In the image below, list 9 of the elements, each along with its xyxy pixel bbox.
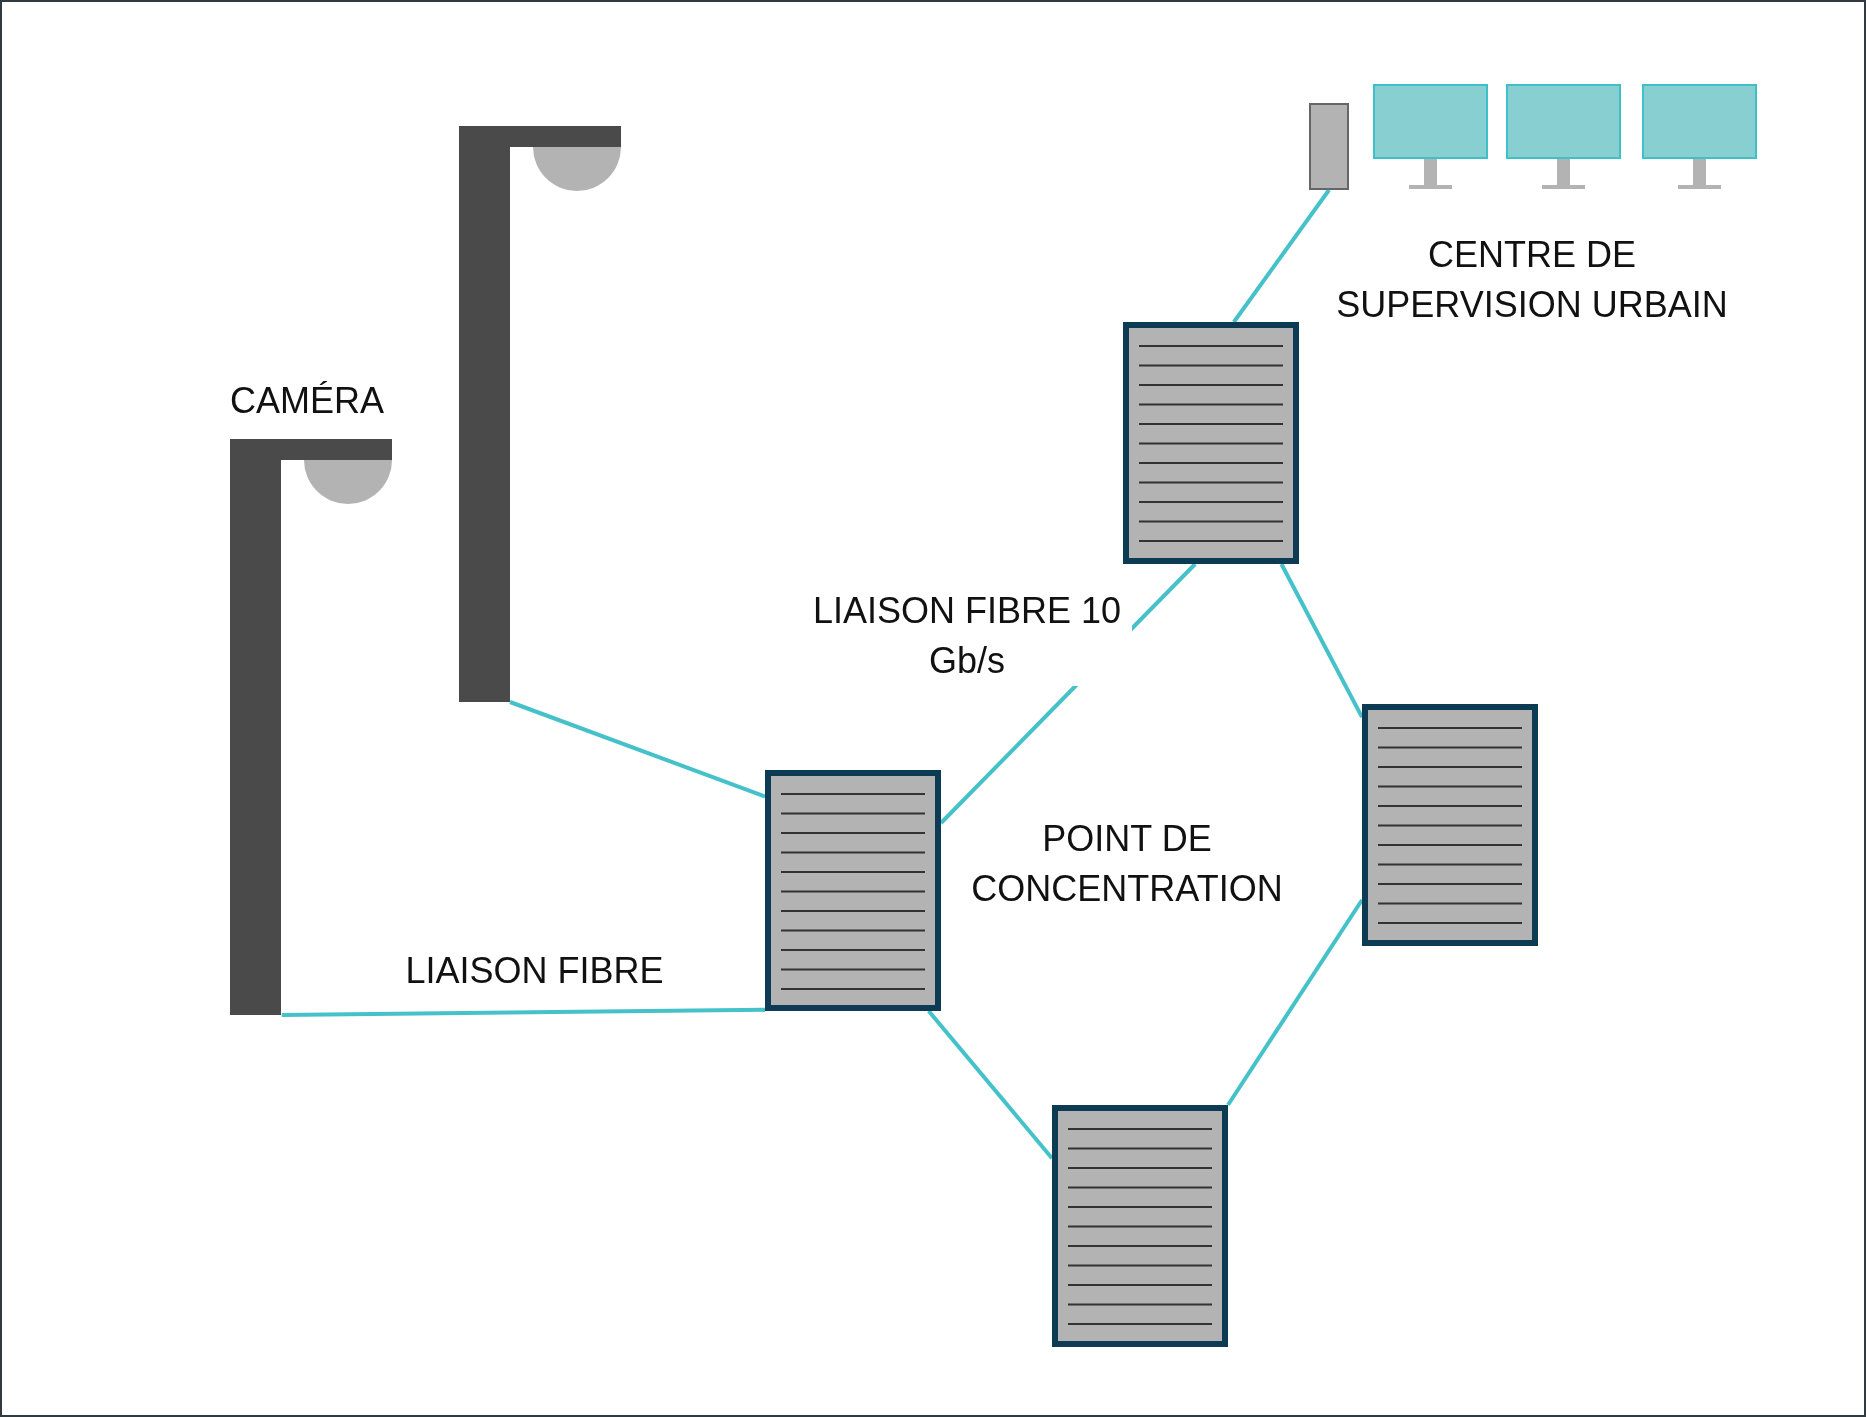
node-caption: CAMÉRA bbox=[229, 379, 385, 423]
fiber-link-line bbox=[1226, 898, 1364, 1107]
node-caption: POINT DE CONCENTRATION bbox=[970, 817, 1284, 911]
fiber-link-line bbox=[927, 1009, 1054, 1160]
fiber-link-line bbox=[509, 700, 766, 799]
node-caption: CENTRE DE SUPERVISION URBAIN bbox=[1335, 233, 1729, 327]
fiber-link-line bbox=[1279, 563, 1364, 718]
fiber-link-line bbox=[281, 1007, 765, 1017]
fiber-link-line bbox=[1232, 188, 1331, 324]
